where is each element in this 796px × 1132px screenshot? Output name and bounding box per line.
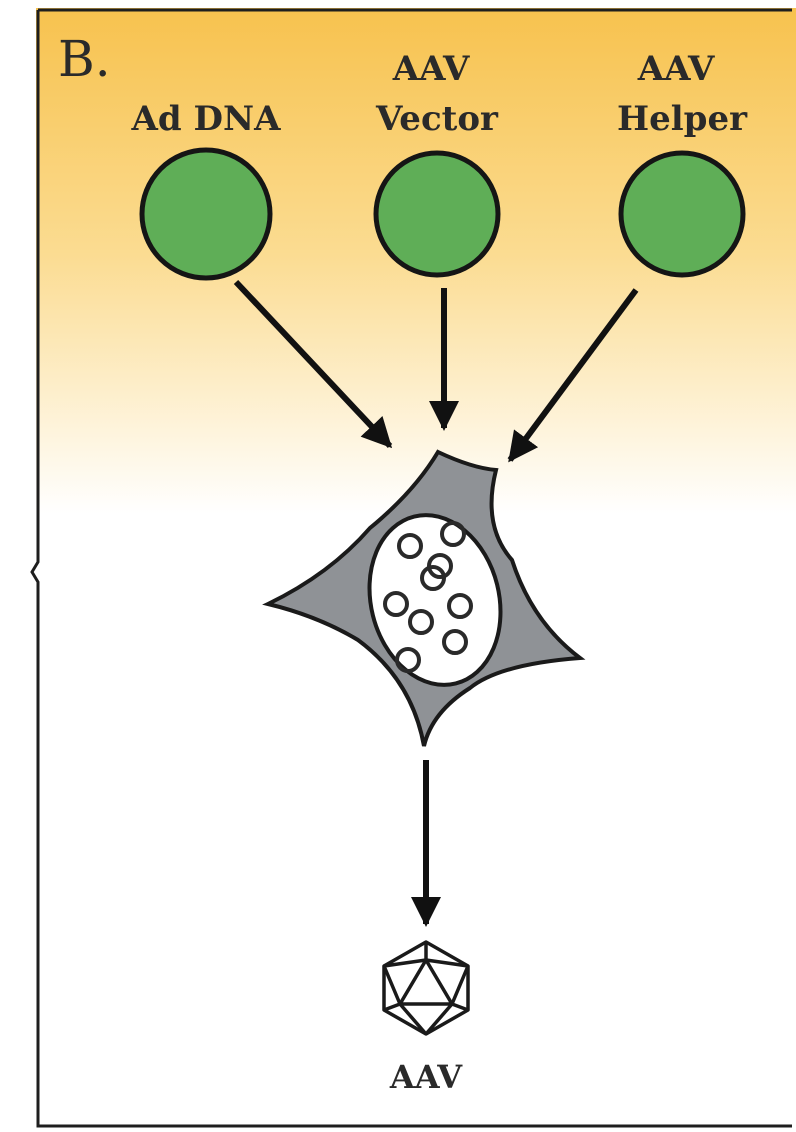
panel-label: B. bbox=[58, 30, 111, 88]
aav-vector-circle bbox=[376, 153, 498, 275]
product-label-aav: AAV bbox=[389, 1058, 463, 1096]
aav-helper-circle bbox=[621, 153, 743, 275]
source-label-ad-dna: Ad DNA bbox=[131, 99, 282, 139]
ad-dna-circle bbox=[142, 150, 270, 278]
